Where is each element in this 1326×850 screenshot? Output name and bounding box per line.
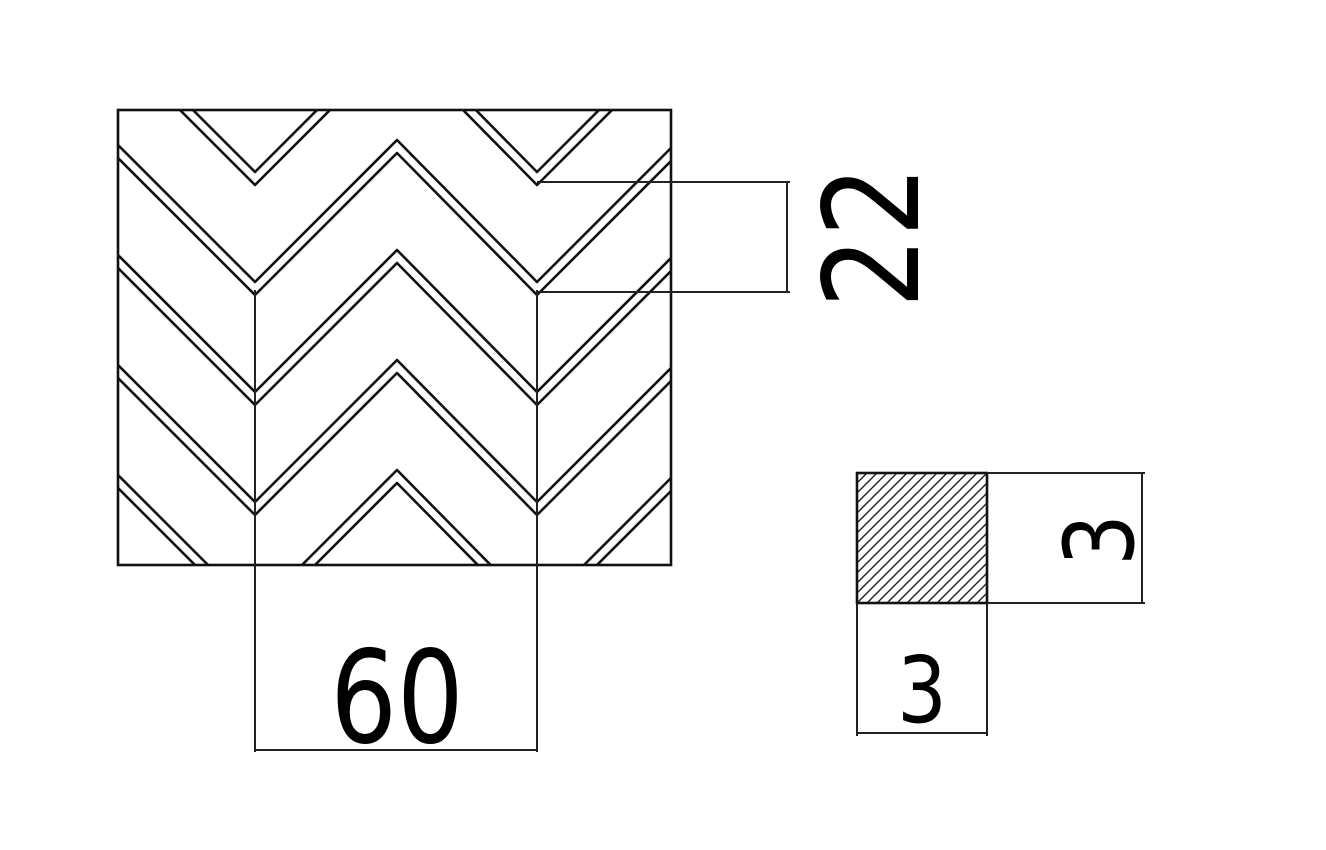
hatch-line — [856, 472, 948, 564]
hatch-line — [856, 472, 898, 514]
section-hatching — [856, 472, 988, 604]
hatch-line — [936, 552, 988, 604]
hatch-line — [956, 572, 988, 604]
hatch-line — [866, 482, 988, 604]
hatch-line — [876, 492, 988, 604]
section-height-label: 3 — [1045, 514, 1157, 566]
hatch-line — [916, 532, 988, 604]
hatch-line — [856, 472, 878, 494]
hatch-line — [906, 522, 988, 604]
hatch-line — [856, 472, 888, 504]
hatch-line — [856, 472, 988, 604]
hatch-line — [856, 472, 908, 524]
width-dimension-label: 60 — [330, 623, 464, 773]
panel-outline — [116, 108, 673, 567]
hatch-line — [856, 472, 968, 584]
hatch-line — [856, 472, 958, 574]
hatch-line — [896, 512, 988, 604]
hatch-line — [976, 592, 988, 604]
hatch-line — [856, 472, 918, 534]
hatch-line — [856, 472, 928, 544]
hatch-line — [856, 472, 938, 554]
section-width-label: 3 — [897, 638, 947, 745]
hatch-line — [946, 562, 988, 604]
hatch-line — [966, 582, 988, 604]
pitch-dimension-label: 22 — [795, 166, 949, 309]
hatch-line — [856, 472, 868, 484]
hatch-line — [856, 472, 978, 594]
section-outline — [855, 471, 989, 605]
hatch-line — [886, 502, 988, 604]
hatch-line — [926, 542, 988, 604]
